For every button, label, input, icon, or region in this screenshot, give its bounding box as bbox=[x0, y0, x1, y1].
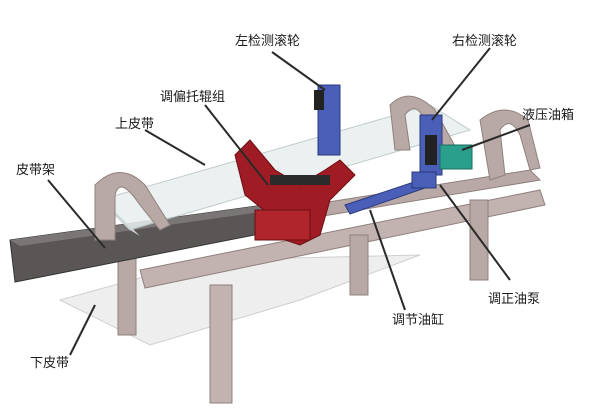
front-frame-rail bbox=[139, 189, 546, 289]
label-correcting-pump: 调正油泵 bbox=[488, 292, 541, 307]
deviation-roller-base bbox=[254, 209, 311, 241]
label-left-detect-roller: 左检测滚轮 bbox=[235, 34, 301, 49]
label-adjusting-cylinder: 调节油缸 bbox=[392, 313, 445, 328]
frame-leg bbox=[469, 199, 489, 281]
left-detect-roller-wheel bbox=[314, 90, 324, 110]
leader-lower-belt bbox=[69, 304, 96, 356]
idler-bracket bbox=[94, 172, 171, 241]
frame-leg bbox=[209, 284, 233, 404]
leader-hydraulic-tank bbox=[461, 124, 531, 151]
leader-deviation-group bbox=[204, 104, 269, 186]
label-belt-frame: 皮带架 bbox=[16, 163, 56, 178]
leader-correcting-pump bbox=[439, 184, 511, 281]
label-lower-belt: 下皮带 bbox=[30, 356, 70, 371]
leader-adjusting-cylinder bbox=[369, 209, 406, 311]
deviation-roller bbox=[270, 175, 330, 185]
leader-upper-belt bbox=[144, 129, 206, 166]
correcting-pump bbox=[411, 171, 437, 189]
leader-right-detect bbox=[431, 47, 491, 121]
leader-left-detect bbox=[271, 51, 326, 91]
right-detect-roller-wheel bbox=[425, 135, 437, 165]
label-upper-belt: 上皮带 bbox=[115, 117, 155, 132]
label-right-detect-roller: 右检测滚轮 bbox=[452, 34, 518, 49]
label-deviation-roller-group: 调偏托辊组 bbox=[160, 90, 226, 105]
label-hydraulic-tank: 液压油箱 bbox=[522, 108, 575, 123]
leader-belt-frame bbox=[47, 179, 106, 249]
frame-leg bbox=[349, 234, 369, 296]
